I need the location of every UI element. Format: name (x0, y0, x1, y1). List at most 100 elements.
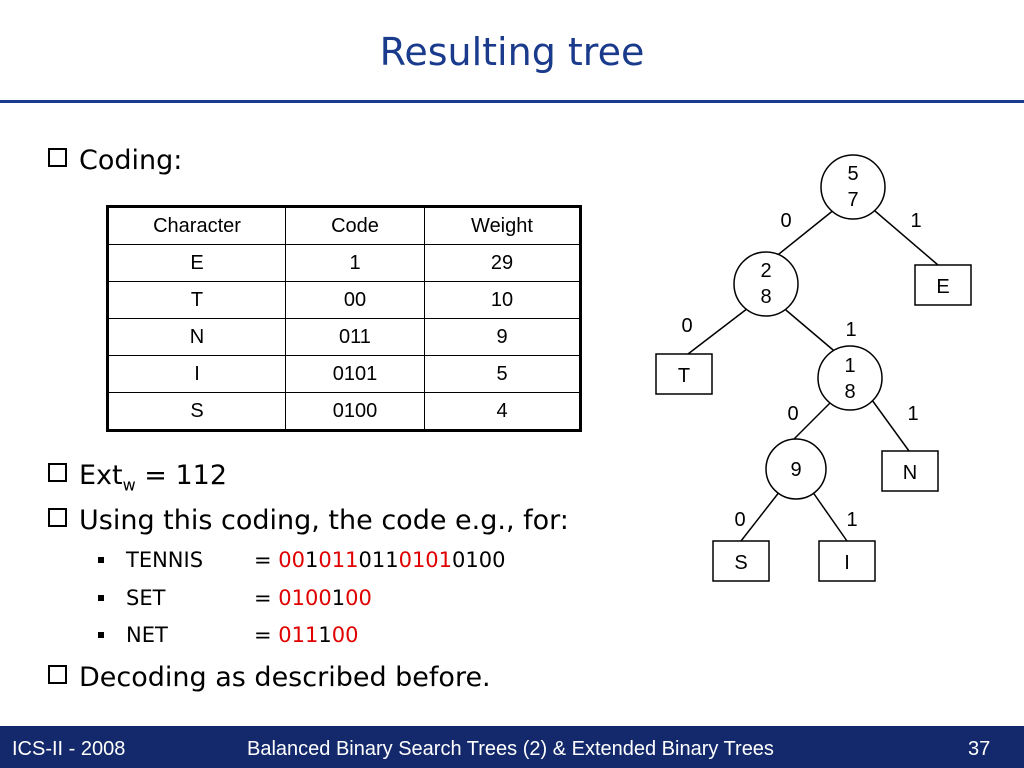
checkbox-bullet-icon (48, 508, 67, 527)
title-divider (0, 100, 1024, 103)
edge-label-n28-left: 0 (681, 315, 692, 337)
node-label-line1: 1 (844, 355, 855, 377)
code-segment: 011 (318, 548, 359, 572)
node-label-line1: 2 (760, 260, 771, 282)
edge-n28-right (779, 304, 840, 356)
code-segment: 00 (331, 623, 359, 647)
footer-page-number: 37 (968, 738, 991, 760)
coding-table: Character Code Weight E 1 29 T 00 10 N 0… (106, 205, 582, 432)
checkbox-bullet-icon (48, 463, 67, 482)
square-bullet-icon (98, 632, 104, 638)
table-cell: 011 (285, 318, 425, 356)
bullet-using-coding: Using this coding, the code e.g., for: (48, 505, 569, 536)
node-label-line2: 7 (847, 189, 858, 211)
table-cell: 29 (424, 244, 581, 282)
ext-label: Ext (79, 460, 123, 491)
bullet-decoding: Decoding as described before. (48, 662, 491, 693)
example-word: SET (126, 586, 166, 610)
node-label-line2: 8 (760, 286, 771, 308)
tree-node-28: 2 8 (733, 251, 799, 317)
example-set: SET = 0100100 (98, 586, 372, 610)
footer-course: ICS-II - 2008 (12, 738, 126, 760)
tree-leaf-i: I (818, 540, 876, 582)
square-bullet-icon (98, 557, 104, 563)
edge-labels: 0 1 0 1 0 1 0 1 (681, 210, 921, 531)
code-segment: 00 (278, 548, 306, 572)
code-segment: 0100 (452, 548, 506, 572)
node-label: 9 (790, 459, 801, 481)
slide-title: Resulting tree (379, 30, 645, 74)
edge-n18-right (871, 399, 910, 452)
table-row: E 1 29 (107, 244, 581, 282)
code-segment: 011 (358, 548, 399, 572)
example-net: NET = 011100 (98, 623, 358, 647)
table-cell: N (107, 318, 286, 356)
table-cell: S (107, 392, 286, 431)
code-segment: 0100 (278, 586, 332, 610)
edge-n9-right (811, 490, 848, 542)
example-equals: = (254, 586, 279, 610)
leaf-label: I (844, 552, 850, 574)
tree-leaf-e: E (914, 264, 972, 306)
example-code: 00101101101010100 (278, 548, 505, 572)
example-equals: = (254, 548, 279, 572)
code-segment: 1 (318, 623, 332, 647)
decoding-text: Decoding as described before. (79, 662, 491, 693)
leaf-label: T (678, 365, 690, 387)
using-coding-text: Using this coding, the code e.g., for: (79, 505, 569, 536)
bullet-coding: Coding: (48, 145, 182, 176)
ext-subscript: w (122, 475, 136, 495)
edge-label-n18-right: 1 (907, 403, 918, 425)
table-cell: 10 (424, 281, 581, 319)
square-bullet-icon (98, 595, 104, 601)
tree-leaf-t: T (655, 353, 713, 395)
bullet-ext-weight: Extw = 112 (48, 460, 227, 494)
tree-node-18: 1 8 (817, 345, 883, 411)
table-header-code: Code (285, 206, 425, 245)
tree-node-root: 5 7 (820, 154, 886, 220)
table-cell: T (107, 281, 286, 319)
edge-root-right (867, 204, 939, 266)
tree-node-9: 9 (765, 438, 827, 500)
table-row: I 0101 5 (107, 355, 581, 393)
checkbox-bullet-icon (48, 148, 67, 167)
table-header-row: Character Code Weight (107, 206, 581, 245)
edge-n28-left (687, 304, 753, 355)
edge-label-root-left: 0 (780, 210, 791, 232)
leaf-label: N (903, 462, 917, 484)
table-cell: 4 (424, 392, 581, 431)
table-cell: 1 (285, 244, 425, 282)
ext-value: = 112 (135, 460, 228, 491)
example-word: NET (126, 623, 168, 647)
example-word: TENNIS (126, 548, 204, 572)
example-code: 011100 (278, 623, 358, 647)
table-header-character: Character (107, 206, 286, 245)
table-cell: 0100 (285, 392, 425, 431)
code-segment: 1 (305, 548, 319, 572)
tree-leaf-n: N (881, 450, 939, 492)
edge-label-n18-left: 0 (787, 403, 798, 425)
edge-label-n9-left: 0 (734, 509, 745, 531)
code-segment: 0101 (398, 548, 453, 572)
coding-label: Coding: (79, 145, 183, 176)
footer-topic: Balanced Binary Search Trees (2) & Exten… (247, 738, 774, 760)
example-code: 0100100 (278, 586, 372, 610)
tree-edges (687, 204, 939, 542)
leaf-label: E (936, 276, 949, 298)
tree-leaf-s: S (712, 540, 770, 582)
table-row: S 0100 4 (107, 392, 581, 431)
edge-label-root-right: 1 (910, 210, 921, 232)
code-segment: 1 (331, 586, 346, 610)
edge-n9-left (740, 490, 781, 542)
checkbox-bullet-icon (48, 665, 67, 684)
table-cell: E (107, 244, 286, 282)
node-label-line1: 5 (847, 163, 858, 185)
edge-label-n9-right: 1 (846, 509, 857, 531)
example-tennis: TENNIS= 00101101101010100 (98, 548, 505, 572)
slide-footer: ICS-II - 2008 Balanced Binary Search Tre… (0, 726, 1024, 768)
table-cell: 5 (424, 355, 581, 393)
example-equals: = (254, 623, 279, 647)
edge-root-left (768, 204, 841, 263)
leaf-label: S (734, 552, 747, 574)
